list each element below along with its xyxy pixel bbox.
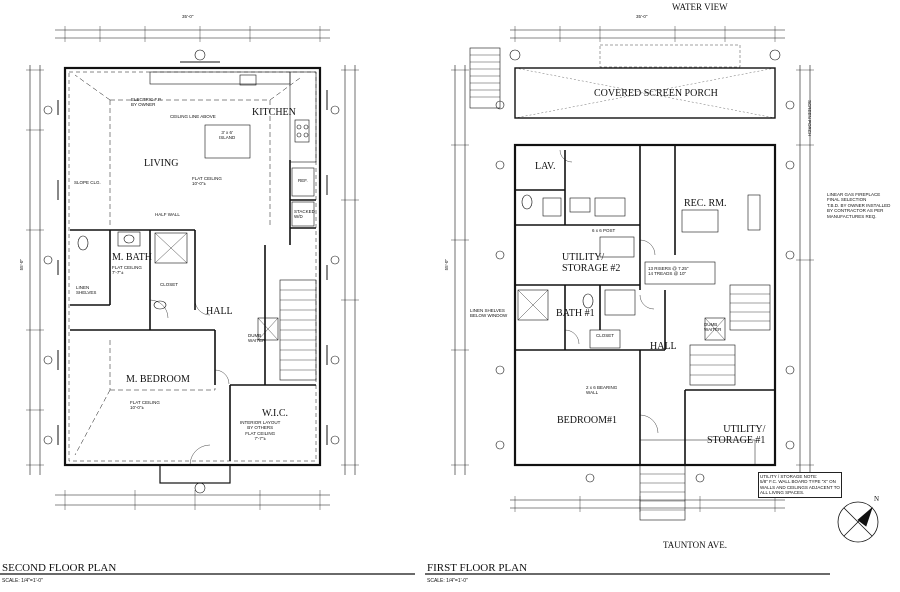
risers-note: 13 RISERS @ 7.25" 14 TREADS @ 10" bbox=[648, 266, 689, 277]
lav-label: LAV. bbox=[535, 161, 556, 172]
linen-shelves-ff-note: LINEN SHELVES BELOW WINDOW bbox=[470, 308, 508, 319]
screen-porch-side-note: SCREEN PORCH bbox=[807, 100, 812, 137]
gas-fireplace-note: LINEAR GAS FIREPLACE FINAL SELECTION T.B… bbox=[827, 192, 891, 219]
utility2-label: UTILITY/ STORAGE #2 bbox=[562, 252, 621, 274]
living-label: LIVING bbox=[144, 158, 179, 169]
water-view-label: WATER VIEW bbox=[672, 2, 728, 12]
north-label: N bbox=[874, 495, 880, 503]
post-note: 6 x 6 POST bbox=[592, 228, 616, 233]
bedroom1-label: BEDROOM#1 bbox=[557, 415, 618, 426]
dumb-waiter-note-1: DUMB WAITER bbox=[704, 322, 722, 333]
ff-depth-dim: 55'-0" bbox=[444, 258, 450, 271]
first-floor-scale: SCALE: 1/4"=1'-0" bbox=[427, 578, 468, 584]
sf-depth-dim: 55'-0" bbox=[19, 258, 25, 271]
half-wall-note: HALF WALL bbox=[155, 212, 180, 217]
bedroom-ceiling-note: FLAT CEILING 10'-0"± bbox=[130, 400, 160, 411]
m-bath-label: M. BATH bbox=[112, 252, 153, 263]
wic-note: INTERIOR LAYOUT BY OTHERS FLAT CEILING 7… bbox=[240, 420, 281, 442]
rec-rm-label: REC. RM. bbox=[684, 198, 727, 209]
second-floor-title: SECOND FLOOR PLAN bbox=[2, 562, 117, 574]
sf-width-dim: 35'-0" bbox=[182, 14, 194, 19]
island-note: 3' x 6' ISLAND bbox=[219, 130, 236, 141]
bath-ceiling-note: FLAT CEILING 7'-7"± bbox=[112, 265, 142, 276]
bearing-wall-note: 2 x 6 BEARING WALL bbox=[586, 385, 618, 396]
hall-label: HALL bbox=[206, 306, 233, 317]
electric-fp-note: ELECTRIC F.P. BY OWNER bbox=[131, 97, 162, 108]
north-arrow-icon bbox=[837, 501, 879, 543]
ceiling-line-note: CEILING LINE ABOVE bbox=[170, 114, 216, 119]
dumb-waiter-note-2: DUMB WAITER bbox=[248, 333, 266, 344]
ref-note: REF. bbox=[298, 178, 308, 183]
wic-label: W.I.C. bbox=[262, 408, 289, 419]
stacked-wd-note: STACKED W/D bbox=[294, 209, 315, 220]
hall-ff-label: HALL bbox=[650, 341, 677, 352]
storage-note: UTILITY / STORAGE NOTE: 5/8" F.C. WALL B… bbox=[758, 472, 842, 498]
porch-label: COVERED SCREEN PORCH bbox=[594, 88, 718, 99]
street-label: TAUNTON AVE. bbox=[663, 540, 727, 550]
kitchen-label: KITCHEN bbox=[252, 107, 296, 118]
closet-note: CLOSET bbox=[160, 282, 179, 287]
closet-ff-note: CLOSET bbox=[596, 333, 615, 338]
second-floor-scale: SCALE: 1/4"=1'-0" bbox=[2, 578, 43, 584]
living-ceiling-note: FLAT CEILING 10'-0"± bbox=[192, 176, 222, 187]
linen-shelves-note: LINEN SHELVES bbox=[76, 285, 97, 296]
ff-width-dim: 35'-0" bbox=[636, 14, 648, 19]
m-bedroom-label: M. BEDROOM bbox=[126, 374, 190, 385]
bath1-label: BATH #1 bbox=[556, 308, 595, 319]
slope-clg-note: SLOPE CLG. bbox=[74, 180, 101, 185]
first-floor-title: FIRST FLOOR PLAN bbox=[427, 562, 528, 574]
utility1-label: UTILITY/ STORAGE #1 bbox=[707, 424, 766, 446]
